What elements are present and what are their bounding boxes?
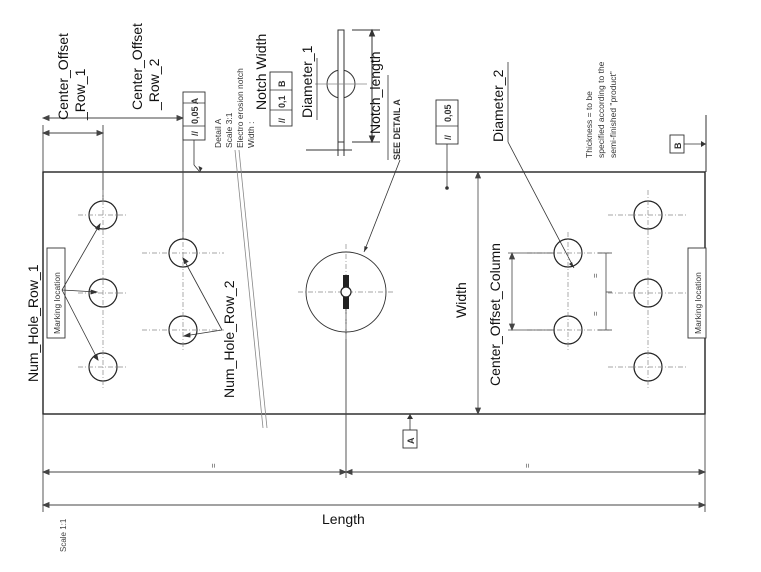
width-label: Width [453,282,469,318]
diameter-2-leader [507,141,575,269]
tolerance-frame-flatness: // 0,05 [435,99,459,190]
width-dimension [474,170,482,416]
center-offset-row-2-label: Center_Offset _Row_2 [129,19,162,111]
thickness-note: Thickness = to be specified according to… [584,59,618,158]
num-hole-row-2-label: Num_Hole_Row_2 [221,280,237,398]
svg-text:0,1: 0,1 [277,95,287,108]
break-line [234,149,268,429]
scale-note: Scale 1:1 [59,518,68,552]
svg-text:Marking location: Marking location [693,272,703,334]
svg-text:Marking location: Marking location [52,272,62,334]
equal-mark-column-upper: = [591,273,600,278]
hole-row-2-centerlines [142,232,224,352]
center-offset-column-dimension [508,251,612,332]
num-hole-row-2-leaders [182,257,223,338]
center-offset-row-1-label: Center_Offset _Row_1 [55,29,88,121]
see-detail-pointer [363,159,401,253]
marking-location-right: Marking location [687,247,707,339]
right-holes-centerlines [527,190,688,390]
hole-row-1-centerlines [78,190,128,390]
marking-location-left: Marking location [46,247,66,339]
equal-mark-right: = [523,463,532,468]
svg-text:B: B [277,80,287,87]
detail-a-note: Detail A Scale 3:1 Electro erosion notch… [213,66,256,148]
datum-b: B [669,115,707,172]
notch-detail [306,28,380,156]
num-hole-row-1-label: Num_Hole_Row_1 [25,264,41,382]
row-offset-dimensions [41,110,185,240]
svg-text:B: B [673,142,683,149]
diameter-1-label: Diameter_1 [299,45,315,118]
notch-width-label: Notch Width [253,34,269,110]
equal-mark-left: = [209,463,218,468]
svg-text:0,05: 0,05 [443,104,453,122]
notch-length-label: Notch_length [367,51,383,134]
svg-text://: // [443,134,453,140]
svg-text://: // [277,117,287,123]
equal-mark-column-lower: = [591,311,600,316]
length-dimension [41,300,707,512]
svg-text:A: A [406,437,416,444]
svg-text:0,05 A: 0,05 A [190,97,200,124]
diameter-2-label: Diameter_2 [490,69,506,142]
tolerance-frame-parallel-a: // 0,05 A [182,91,206,173]
see-detail-note: SEE DETAIL A [392,99,402,160]
center-notch-hole [298,244,394,340]
tolerance-frame-parallel-b: // 0,1 B [269,71,293,127]
datum-a: A [402,414,418,449]
center-offset-column-label: Center_Offset_Column [487,243,503,386]
num-hole-row-1-leaders [61,222,101,361]
length-label: Length [322,511,365,527]
svg-text://: // [190,130,200,136]
